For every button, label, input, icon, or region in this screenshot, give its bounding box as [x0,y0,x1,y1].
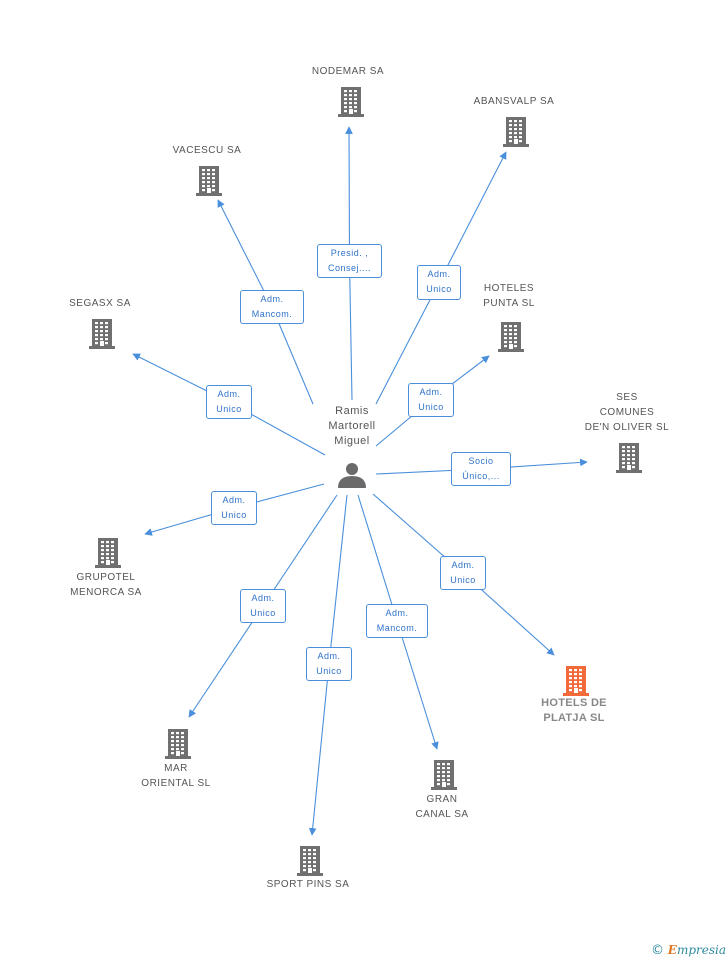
building-icon-mar-oriental[interactable] [165,729,191,759]
edge-mar-oriental-segment-b [188,605,264,718]
company-name-nodemar[interactable]: NODEMAR SA [311,66,385,77]
company-name-hoteles-punta[interactable]: HOTELES PUNTA SL [483,283,535,309]
company-name-grupotel[interactable]: GRUPOTEL MENORCA SA [70,572,142,598]
company-name-segasx[interactable]: SEGASX SA [69,298,131,309]
building-icon-ses-comunes[interactable] [616,443,642,473]
relation-label-sport-pins[interactable]: Adm. Unico [306,647,352,681]
edge-vacescu-segment-b [217,199,273,308]
edge-mar-oriental-segment-a [262,494,338,607]
building-icon-hotels-platja[interactable] [563,666,589,696]
company-name-abansvalp[interactable]: ABANSVALP SA [473,96,555,107]
edge-sport-pins-segment-a [328,494,348,665]
edge-abansvalp-segment-a [375,282,440,405]
company-name-ses-comunes[interactable]: SES COMUNES DE'N OLIVER SL [584,392,670,433]
building-icon-segasx[interactable] [89,319,115,349]
relation-label-gran-canal[interactable]: Adm. Mancom. [366,604,428,638]
company-name-sport-pins[interactable]: SPORT PINS SA [266,879,350,890]
edge-gran-canal-segment-b [396,620,439,750]
copyright-symbol: © [650,943,664,958]
building-icon-vacescu[interactable] [196,166,222,196]
relation-label-mar-oriental[interactable]: Adm. Unico [240,589,286,623]
building-icon-grupotel[interactable] [95,538,121,568]
brand-name: mpresia [676,943,726,957]
company-name-mar-oriental[interactable]: MAR ORIENTAL SL [141,763,211,789]
person-name[interactable]: Ramis Martorell Miguel [328,405,376,447]
building-icon-gran-canal[interactable] [431,760,457,790]
edge-nodemar-segment-a [348,260,353,401]
company-name-hotels-platja[interactable]: HOTELS DE PLATJA SL [541,697,607,724]
relation-label-hoteles-punta[interactable]: Adm. Unico [408,383,454,417]
relation-label-nodemar[interactable]: Presid. , Consej.... [317,244,382,278]
building-icon-abansvalp[interactable] [503,117,529,147]
brand-initial: E [667,943,677,957]
company-name-gran-canal[interactable]: GRAN CANAL SA [415,794,469,820]
relation-label-grupotel[interactable]: Adm. Unico [211,491,257,525]
building-icon-hoteles-punta[interactable] [498,322,524,352]
relation-label-segasx[interactable]: Adm. Unico [206,385,252,419]
relation-label-vacescu[interactable]: Adm. Mancom. [240,290,304,324]
edge-abansvalp-segment-b [438,151,507,283]
edge-nodemar-segment-b [345,126,353,262]
edge-sport-pins-segment-b [308,663,330,836]
edge-gran-canal-segment-a [357,494,398,622]
building-icon-nodemar[interactable] [338,87,364,117]
relation-label-abansvalp[interactable]: Adm. Unico [417,265,461,300]
footer-brand: © Empresia [651,943,726,958]
relation-label-ses-comunes[interactable]: Socio Único,... [451,452,511,486]
person-icon[interactable] [338,463,366,488]
relation-label-hotels-platja[interactable]: Adm. Unico [440,556,486,590]
company-name-vacescu[interactable]: VACESCU SA [172,145,242,156]
building-icon-sport-pins[interactable] [297,846,323,876]
